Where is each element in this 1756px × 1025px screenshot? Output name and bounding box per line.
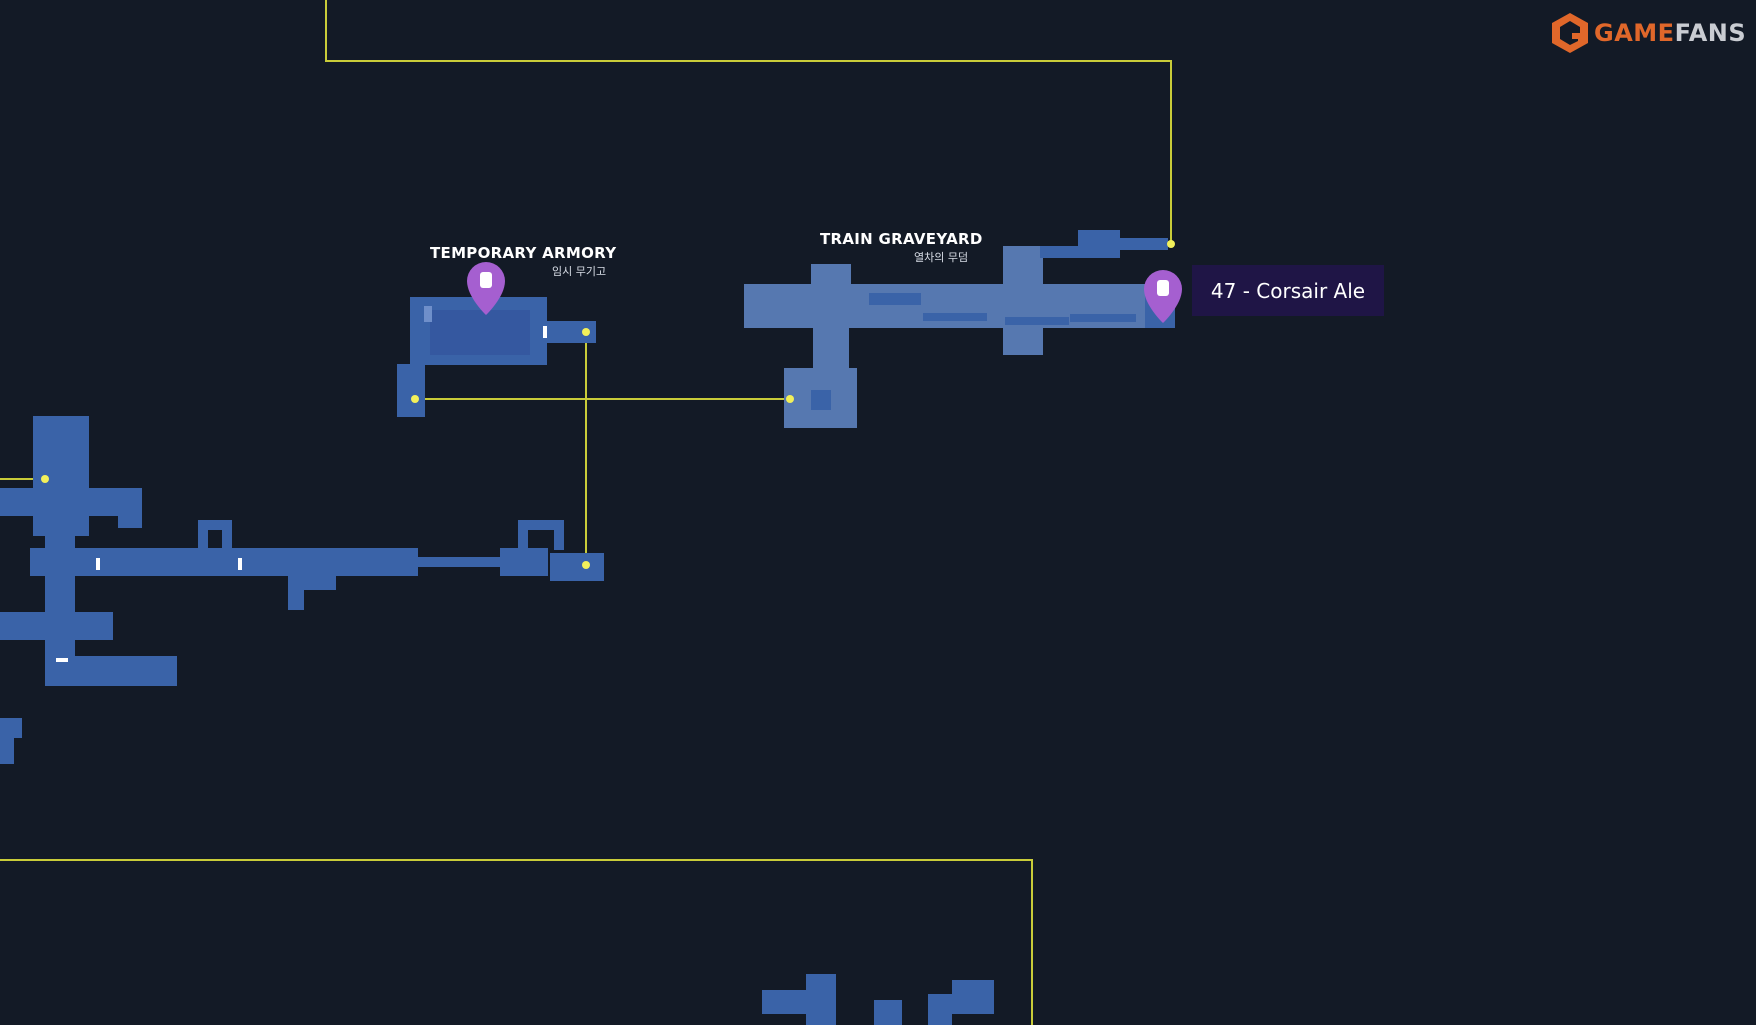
node-west — [41, 475, 49, 483]
area-subtitle-temporary-armory: 임시 무기고 — [552, 265, 607, 278]
node-top-right — [1167, 240, 1175, 248]
logo-text-part2: FANS — [1674, 19, 1747, 47]
marker-tooltip: 47 - Corsair Ale — [1192, 265, 1384, 316]
map-pin-icon — [467, 262, 505, 315]
node-graveyard-south — [786, 395, 794, 403]
node-south-tunnel — [582, 561, 590, 569]
gamefans-logo[interactable]: GAMEFANS — [1550, 10, 1746, 56]
connector-lines — [0, 0, 1172, 1025]
gamefans-wordmark: GAMEFANS — [1594, 19, 1746, 47]
connector-bottom-loop — [0, 859, 1033, 1025]
temporary-armory-marker[interactable] — [467, 262, 505, 315]
temporary-armory-rooms — [397, 297, 596, 417]
bottom-rooms — [762, 974, 994, 1025]
area-title-temporary-armory: TEMPORARY ARMORY — [430, 244, 617, 262]
map-pin-icon — [1144, 270, 1182, 323]
node-armory-west — [411, 395, 419, 403]
logo-text-part1: GAME — [1594, 19, 1675, 47]
connector-nodes — [41, 240, 1175, 569]
western-complex-rooms — [0, 416, 604, 764]
tooltip-label: 47 - Corsair Ale — [1210, 278, 1366, 303]
corsair-ale-marker[interactable] — [1144, 270, 1182, 323]
bottle-icon — [1157, 280, 1169, 296]
area-subtitle-train-graveyard: 열차의 무덤 — [914, 251, 969, 264]
bottle-icon — [480, 272, 492, 288]
connector-top-loop — [325, 0, 1172, 244]
node-armory-east — [582, 328, 590, 336]
gamefans-logo-icon — [1552, 13, 1588, 53]
area-title-train-graveyard: TRAIN GRAVEYARD — [820, 230, 983, 248]
